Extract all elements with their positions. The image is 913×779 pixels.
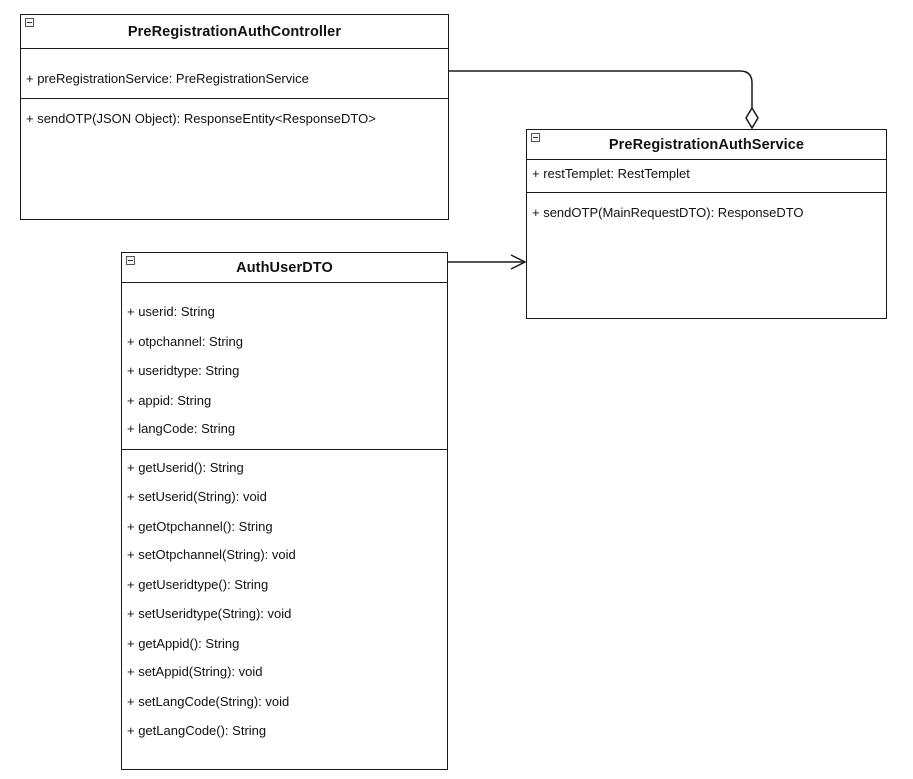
class-name: PreRegistrationAuthService — [608, 136, 805, 153]
method-item: + getLangCode(): String — [127, 723, 267, 738]
attributes-compartment: + restTemplet: RestTemplet — [527, 160, 886, 193]
collapse-icon[interactable] — [25, 18, 34, 27]
methods-compartment: + sendOTP(MainRequestDTO): ResponseDTO — [527, 193, 886, 317]
attribute-item: + preRegistrationService: PreRegistratio… — [26, 71, 309, 86]
methods-compartment: + getUserid(): String + setUserid(String… — [122, 450, 447, 768]
class-pre-registration-auth-controller[interactable]: PreRegistrationAuthController + preRegis… — [20, 14, 449, 220]
association-arrowhead — [510, 254, 527, 270]
class-name: AuthUserDTO — [236, 259, 333, 276]
collapse-icon[interactable] — [126, 256, 135, 265]
method-item: + setUserid(String): void — [127, 489, 267, 504]
class-pre-registration-auth-service[interactable]: PreRegistrationAuthService + restTemplet… — [526, 129, 887, 319]
attribute-item: + useridtype: String — [127, 363, 240, 378]
attribute-item: + userid: String — [127, 304, 215, 319]
method-item: + getAppid(): String — [127, 636, 240, 651]
method-item: + getUserid(): String — [127, 460, 244, 475]
attribute-item: + langCode: String — [127, 421, 236, 436]
attribute-item: + appid: String — [127, 393, 212, 408]
class-auth-user-dto[interactable]: AuthUserDTO + userid: String + otpchanne… — [121, 252, 448, 770]
method-item: + setUseridtype(String): void — [127, 606, 292, 621]
class-header: PreRegistrationAuthService — [527, 130, 886, 160]
method-item: + setLangCode(String): void — [127, 694, 290, 709]
class-header: PreRegistrationAuthController — [21, 15, 448, 49]
attribute-item: + restTemplet: RestTemplet — [532, 166, 690, 181]
method-item: + sendOTP(JSON Object): ResponseEntity<R… — [26, 111, 376, 126]
method-item: + getUseridtype(): String — [127, 577, 269, 592]
method-item: + setAppid(String): void — [127, 664, 263, 679]
attributes-compartment: + userid: String + otpchannel: String + … — [122, 283, 447, 450]
method-item: + sendOTP(MainRequestDTO): ResponseDTO — [532, 205, 804, 220]
method-item: + setOtpchannel(String): void — [127, 547, 296, 562]
aggregation-diamond — [745, 106, 759, 130]
method-item: + getOtpchannel(): String — [127, 519, 273, 534]
collapse-icon[interactable] — [531, 133, 540, 142]
aggregation-line — [448, 70, 753, 108]
class-name: PreRegistrationAuthController — [127, 23, 342, 40]
attribute-item: + otpchannel: String — [127, 334, 243, 349]
attributes-compartment: + preRegistrationService: PreRegistratio… — [21, 49, 448, 99]
methods-compartment: + sendOTP(JSON Object): ResponseEntity<R… — [21, 99, 448, 218]
class-header: AuthUserDTO — [122, 253, 447, 283]
